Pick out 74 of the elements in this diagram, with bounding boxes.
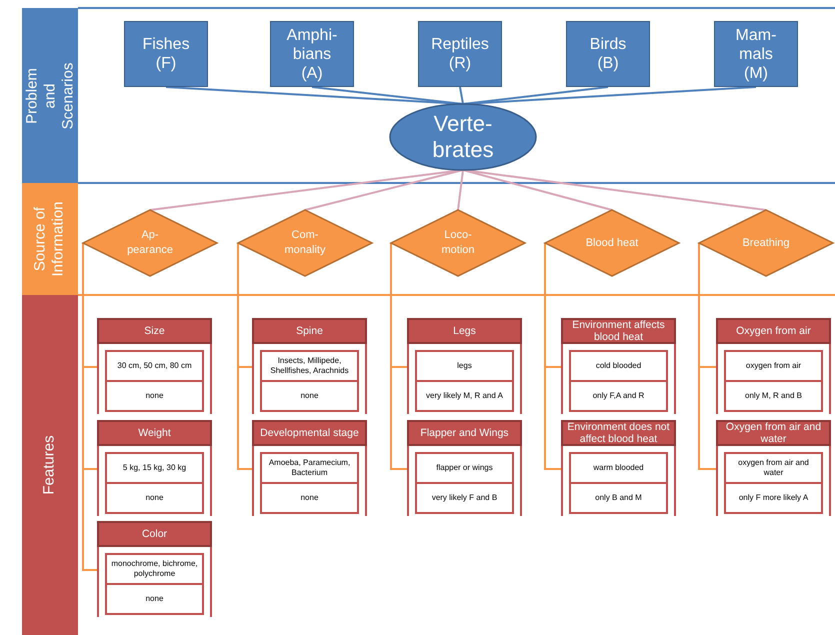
- feature-card: [97, 521, 212, 617]
- class-box: [566, 21, 650, 87]
- class-box: [418, 21, 502, 87]
- feature-title: Environment affects blood heat: [561, 318, 676, 344]
- feature-card: [561, 420, 676, 516]
- feature-value: cold blooded: [569, 350, 668, 382]
- feature-card: [252, 318, 367, 414]
- feature-value: very likely M, R and A: [415, 382, 514, 412]
- section-title: Problem and Scenarios: [23, 62, 77, 129]
- feature-value: only M, R and B: [724, 382, 823, 412]
- section-band: [22, 183, 78, 295]
- feature-value: none: [105, 484, 204, 514]
- section-band: [22, 295, 78, 635]
- source-label: Breathing: [741, 236, 791, 250]
- feature-title: Oxygen from air: [716, 318, 831, 344]
- feature-value: 30 cm, 50 cm, 80 cm: [105, 350, 204, 382]
- source-label: Loco- motion: [440, 228, 476, 258]
- feature-value: monochrome, bichrome, polychrome: [105, 553, 204, 585]
- feature-value: warm blooded: [569, 452, 668, 484]
- connector-line: [462, 169, 766, 211]
- feature-title: Weight: [97, 420, 212, 446]
- connector-line: [457, 170, 464, 210]
- feature-value: none: [105, 382, 204, 412]
- feature-value: very likely F and B: [415, 484, 514, 514]
- connector-line: [304, 169, 464, 211]
- feature-value: only F more likely A: [724, 484, 823, 514]
- class-label: Reptiles (R): [430, 35, 490, 73]
- feature-card: [97, 420, 212, 516]
- source-label: Blood heat: [584, 236, 640, 250]
- feature-value: Amoeba, Paramecium, Bacterium: [260, 452, 359, 484]
- feature-value: none: [105, 585, 204, 615]
- source-label: Ap- pearance: [126, 228, 174, 258]
- connector-line: [462, 86, 756, 105]
- feature-title: Legs: [407, 318, 522, 344]
- feature-value: oxygen from air and water: [724, 452, 823, 484]
- feature-value: none: [260, 382, 359, 412]
- feature-card: [716, 318, 831, 414]
- feature-title: Flapper and Wings: [407, 420, 522, 446]
- feature-card: [97, 318, 212, 414]
- section-title: Features: [41, 435, 59, 495]
- section-band: [22, 8, 78, 183]
- feature-title: Color: [97, 521, 212, 547]
- feature-value: none: [260, 484, 359, 514]
- class-label: Amphi- bians (A): [286, 26, 338, 82]
- class-label: Mam- mals (M): [734, 26, 778, 82]
- connector-line: [459, 86, 464, 104]
- connector-line: [462, 86, 608, 105]
- feature-title: Spine: [252, 318, 367, 344]
- feature-card: [561, 318, 676, 414]
- source-label: Com- monality: [284, 228, 326, 258]
- class-label: Fishes (F): [141, 35, 191, 73]
- feature-value: only F,A and R: [569, 382, 668, 412]
- feature-card: [407, 318, 522, 414]
- feature-value: flapper or wings: [415, 452, 514, 484]
- feature-title: Developmental stage: [252, 420, 367, 446]
- feature-value: Insects, Millipede, Shellfishes, Arachnids: [260, 350, 359, 382]
- feature-title: Oxygen from air and water: [716, 420, 831, 446]
- feature-value: oxygen from air: [724, 350, 823, 382]
- class-box: [714, 21, 798, 87]
- class-box: [270, 21, 354, 87]
- connector-line: [312, 86, 464, 105]
- feature-value: 5 kg, 15 kg, 30 kg: [105, 452, 204, 484]
- feature-title: Size: [97, 318, 212, 344]
- feature-value: only B and M: [569, 484, 668, 514]
- class-box: [124, 21, 208, 87]
- class-label: Birds (B): [588, 35, 628, 73]
- connector-line: [462, 169, 612, 211]
- feature-card: [716, 420, 831, 516]
- feature-value: legs: [415, 350, 514, 382]
- feature-title: Environment does not affect blood heat: [561, 420, 676, 446]
- root-label: Verte- brates: [431, 111, 495, 163]
- section-title: Source of Information: [32, 201, 68, 277]
- feature-card: [252, 420, 367, 516]
- feature-card: [407, 420, 522, 516]
